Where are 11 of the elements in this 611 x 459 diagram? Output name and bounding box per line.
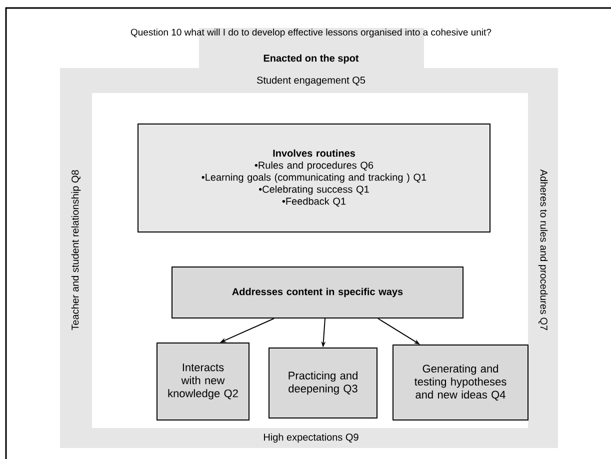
band-heading: Enacted on the spot	[264, 54, 359, 64]
band-label: High expectations Q9	[264, 433, 358, 443]
process-box: Involves routines •Rules and procedures Q6 •Learning goals (communicating and tracking ) Q1 •Celebrating success Q1 •Feedback Q1	[138, 124, 490, 232]
process-box: Addresses content in specific ways	[172, 266, 464, 318]
process-box: Generating and testing hypotheses and new ideas Q4	[392, 344, 528, 420]
question-title: Question 10 what will I do to develop effective lessons organised into a cohesive unit?	[130, 28, 492, 38]
process-box: Practicing and deepening Q3	[268, 348, 378, 418]
band-label: Adheres to rules and procedures Q7	[538, 169, 548, 330]
process-box: Interacts with new knowledge Q2	[156, 342, 250, 420]
band-label: Student engagement Q5	[256, 76, 366, 86]
band-label: Teacher and student relationship Q8	[71, 170, 81, 330]
